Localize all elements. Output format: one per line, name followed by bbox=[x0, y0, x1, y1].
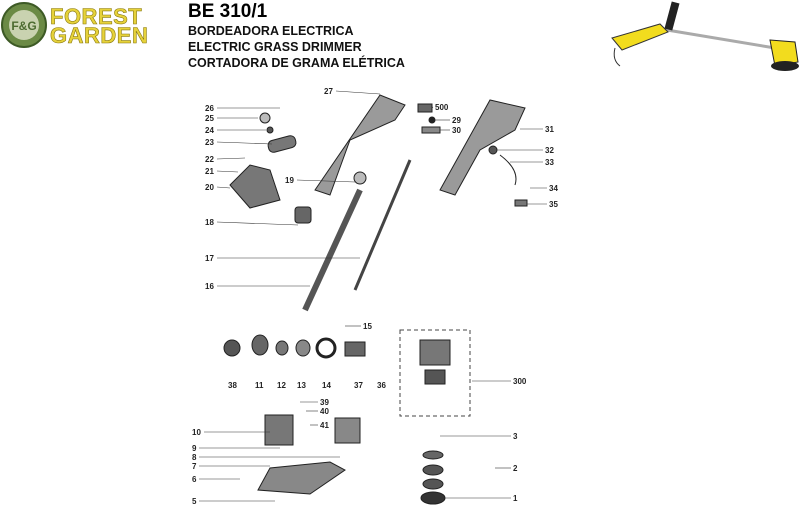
part-label-19: 19 bbox=[285, 176, 294, 185]
part-label-31: 31 bbox=[545, 125, 554, 134]
brand-name-line1: FOREST bbox=[50, 4, 143, 29]
part-label-2: 2 bbox=[513, 464, 518, 473]
part-label-12: 12 bbox=[277, 381, 286, 390]
part-label-17: 17 bbox=[205, 254, 214, 263]
part-label-25: 25 bbox=[205, 114, 214, 123]
part-label-29: 29 bbox=[452, 116, 461, 125]
product-photo bbox=[611, 1, 799, 71]
leader-line-22 bbox=[216, 157, 246, 160]
leader-line-20 bbox=[216, 186, 231, 189]
part-label-27: 27 bbox=[324, 87, 333, 96]
subtitle-es: BORDEADORA ELECTRICA bbox=[188, 24, 354, 38]
leader-line-21 bbox=[216, 170, 239, 173]
part-label-33: 33 bbox=[545, 158, 554, 167]
part-label-20: 20 bbox=[205, 183, 214, 192]
part-label-35: 35 bbox=[549, 200, 558, 209]
subtitle-en: ELECTRIC GRASS DRIMMER bbox=[188, 40, 362, 54]
part-label-16: 16 bbox=[205, 282, 214, 291]
brand-name-line2: GARDEN bbox=[50, 23, 149, 48]
part-label-5: 5 bbox=[192, 497, 197, 506]
part-label-41: 41 bbox=[320, 421, 329, 430]
part-label-300: 300 bbox=[513, 377, 527, 386]
part-label-7: 7 bbox=[192, 462, 197, 471]
part-label-23: 23 bbox=[205, 138, 214, 147]
part-label-32: 32 bbox=[545, 146, 554, 155]
part-label-40: 40 bbox=[320, 407, 329, 416]
part-label-6: 6 bbox=[192, 475, 197, 484]
part-label-11: 11 bbox=[255, 381, 264, 390]
part-label-9: 9 bbox=[192, 444, 197, 453]
part-label-10: 10 bbox=[192, 428, 201, 437]
brand-badge-text: F&G bbox=[11, 19, 36, 33]
part-label-39: 39 bbox=[320, 398, 329, 407]
brand-logo: F&G FOREST GARDEN bbox=[0, 2, 175, 48]
part-shapes bbox=[223, 94, 528, 505]
leader-line-18 bbox=[216, 221, 299, 226]
model-title: BE 310/1 bbox=[188, 1, 268, 22]
part-label-8: 8 bbox=[192, 453, 197, 462]
leader-line-27 bbox=[335, 90, 381, 95]
leader-line-23 bbox=[216, 141, 273, 145]
part-label-24: 24 bbox=[205, 126, 214, 135]
part-label-13: 13 bbox=[297, 381, 306, 390]
part-label-1: 1 bbox=[513, 494, 518, 503]
part-label-36: 36 bbox=[377, 381, 386, 390]
leader-line-19 bbox=[296, 179, 356, 183]
leader-line-500 bbox=[431, 106, 434, 109]
part-label-34: 34 bbox=[549, 184, 558, 193]
part-label-38: 38 bbox=[228, 381, 237, 390]
brand-badge-icon: F&G bbox=[1, 2, 47, 48]
subtitle-pt: CORTADORA DE GRAMA ELÉTRICA bbox=[188, 56, 405, 70]
part-label-18: 18 bbox=[205, 218, 214, 227]
part-label-21: 21 bbox=[205, 167, 214, 176]
part-label-30: 30 bbox=[452, 126, 461, 135]
part-label-15: 15 bbox=[363, 322, 372, 331]
part-label-14: 14 bbox=[322, 381, 331, 390]
part-label-22: 22 bbox=[205, 155, 214, 164]
part-label-3: 3 bbox=[513, 432, 518, 441]
part-label-37: 37 bbox=[354, 381, 363, 390]
part-label-26: 26 bbox=[205, 104, 214, 113]
part-label-500: 500 bbox=[435, 103, 449, 112]
